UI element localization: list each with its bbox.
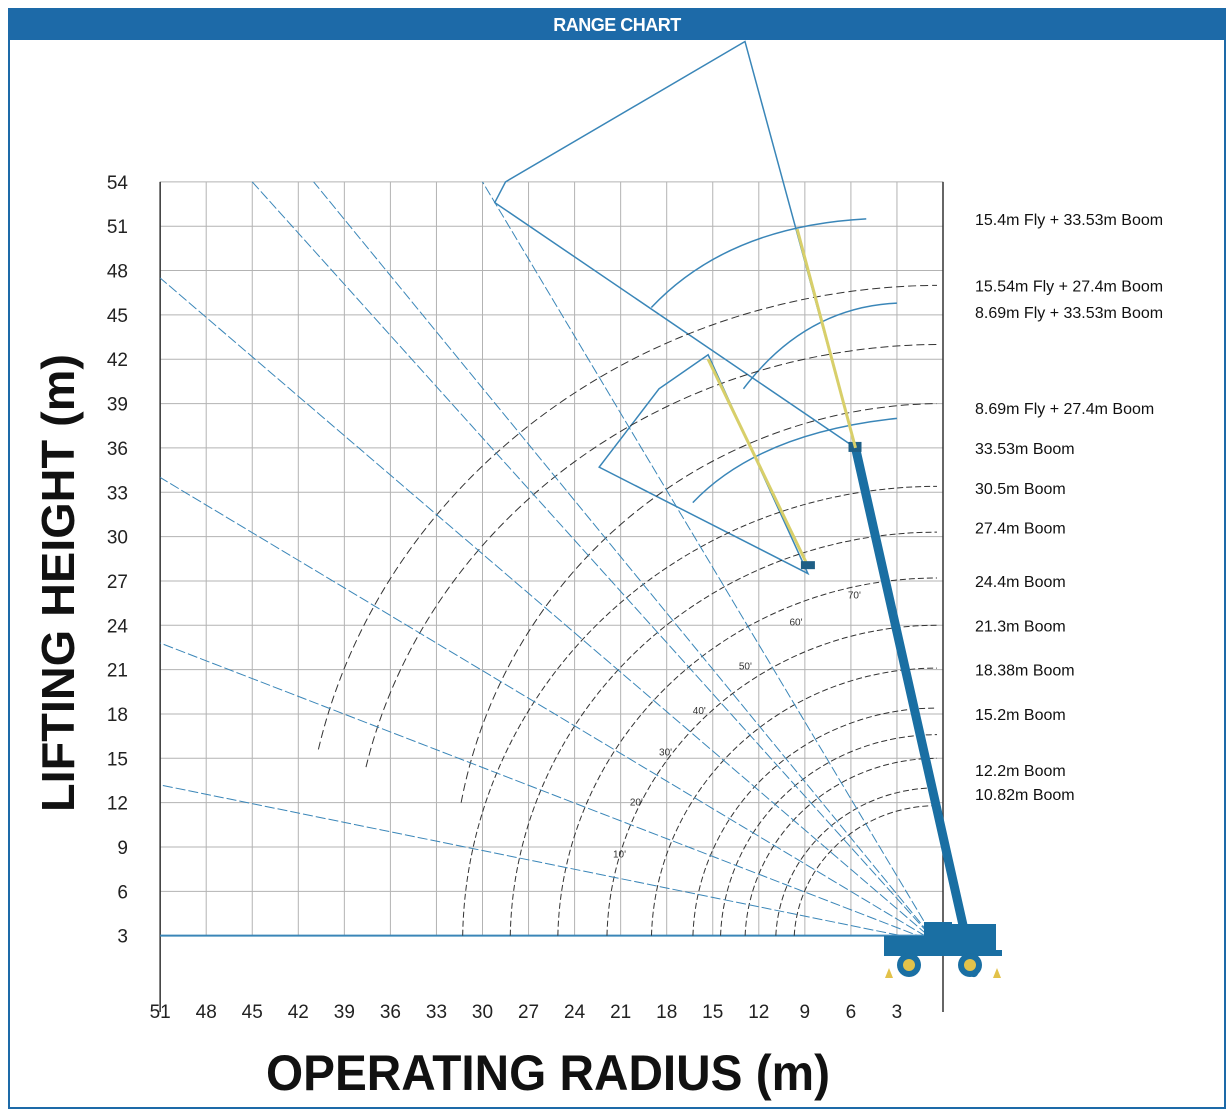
boom-angle-lines (159, 181, 938, 944)
fly-jib-long (795, 228, 857, 449)
y-tick-label: 27 (107, 572, 128, 593)
boom-length-arc (793, 805, 938, 936)
boom-config-label: 24.4m Boom (975, 574, 1066, 591)
y-tick-label: 21 (107, 661, 128, 682)
y-tick-label: 18 (107, 705, 128, 726)
boom-angle-line (159, 277, 938, 944)
x-tick-label: 9 (800, 1002, 811, 1023)
fly-arc-lower (692, 417, 898, 504)
boom-config-label: 10.82m Boom (975, 787, 1075, 804)
x-tick-label: 48 (196, 1002, 217, 1023)
boom-length-arc (509, 531, 938, 936)
boom-angle-line (482, 181, 938, 944)
x-tick-label: 39 (334, 1002, 355, 1023)
y-tick-label: 39 (107, 395, 128, 416)
boom-config-label: 15.2m Boom (975, 707, 1066, 724)
boom-config-label: 21.3m Boom (975, 618, 1066, 635)
x-tick-label: 15 (702, 1002, 723, 1023)
y-tick-label: 15 (107, 749, 128, 770)
y-tick-label: 24 (107, 616, 129, 637)
main-boom (851, 443, 979, 978)
boom-config-label: 27.4m Boom (975, 521, 1066, 538)
boom-length-arc (606, 624, 938, 936)
x-tick-label: 45 (242, 1002, 263, 1023)
y-tick-label: 54 (107, 173, 129, 194)
fly-jib-short (706, 358, 810, 567)
x-tick-label: 3 (892, 1002, 903, 1023)
x-tick-label: 27 (518, 1002, 539, 1023)
fly-arc (317, 284, 938, 750)
boom-length-arcs (317, 284, 938, 936)
fly-sector-large (493, 40, 857, 450)
boom-angle-line (159, 642, 938, 944)
y-tick-label: 9 (117, 838, 128, 859)
chart-grid (159, 181, 944, 1012)
y-tick-label: 51 (107, 217, 128, 238)
boom-config-label: 15.54m Fly + 27.4m Boom (975, 278, 1163, 295)
boom-length-arc (744, 757, 938, 936)
x-tick-label: 12 (748, 1002, 769, 1023)
boom-config-label: 18.38m Boom (975, 663, 1075, 680)
boom-config-label: 8.69m Fly + 27.4m Boom (975, 401, 1154, 418)
boom-drawing (706, 228, 979, 978)
boom-angle-line (313, 181, 938, 944)
angle-labels: 70' 60' 50' 40' 30' 20' 10' (613, 591, 861, 861)
angle-label: 60' (790, 617, 803, 628)
boom-length-arc (720, 734, 938, 936)
boom-length-arc (692, 707, 938, 936)
y-tick-label: 12 (107, 794, 128, 815)
y-tick-label: 33 (107, 483, 128, 504)
x-tick-label: 6 (846, 1002, 857, 1023)
x-tick-label: 42 (288, 1002, 309, 1023)
angle-label: 70' (848, 591, 861, 602)
range-chart-panel: RANGE CHART (8, 8, 1226, 1109)
x-tick-label: 51 (150, 1002, 171, 1023)
y-tick-label: 45 (107, 306, 128, 327)
x-axis-title: OPERATING RADIUS (m) (266, 1045, 830, 1101)
boom-config-label: 15.4m Fly + 33.53m Boom (975, 212, 1163, 229)
x-tick-label: 18 (656, 1002, 677, 1023)
y-tick-label: 30 (107, 528, 128, 549)
x-tick-label: 24 (564, 1002, 586, 1023)
boom-config-label: 8.69m Fly + 33.53m Boom (975, 305, 1163, 322)
range-chart-header: RANGE CHART (10, 10, 1224, 40)
boom-config-label: 12.2m Boom (975, 763, 1066, 780)
fly-arc (460, 403, 938, 803)
y-tick-label: 3 (117, 927, 128, 948)
crane-truck-icon (884, 922, 1002, 978)
y-tick-label: 42 (107, 350, 128, 371)
y-tick-label: 36 (107, 439, 128, 460)
angle-label: 30' (659, 747, 672, 758)
angle-label: 10' (613, 849, 626, 860)
boom-config-label: 33.53m Boom (975, 441, 1075, 458)
fly-jib-head (800, 561, 815, 570)
boom-length-arc (557, 577, 938, 936)
range-envelope (493, 40, 898, 576)
boom-angle-line (159, 477, 938, 944)
boom-angle-line (251, 181, 938, 944)
boom-config-label: 30.5m Boom (975, 481, 1066, 498)
x-tick-label: 33 (426, 1002, 447, 1023)
boom-length-arc (775, 787, 938, 936)
boom-angle-line (160, 784, 938, 944)
boom-length-arc (462, 485, 938, 936)
angle-label: 40' (693, 706, 706, 717)
x-tick-label: 21 (610, 1002, 631, 1023)
fly-sector-small (598, 353, 810, 576)
angle-label: 50' (739, 662, 752, 673)
y-tick-label: 6 (117, 882, 128, 903)
boom-config-labels: 15.4m Fly + 33.53m Boom 15.54m Fly + 27.4… (975, 212, 1163, 804)
fly-arc (365, 343, 938, 768)
angle-label: 20' (630, 798, 643, 809)
fly-arc-upper (650, 218, 867, 309)
x-tick-label: 36 (380, 1002, 401, 1023)
y-tick-label: 48 (107, 262, 128, 283)
y-axis-title: LIFTING HEIGHT (m) (32, 354, 84, 812)
x-tick-label: 30 (472, 1002, 493, 1023)
